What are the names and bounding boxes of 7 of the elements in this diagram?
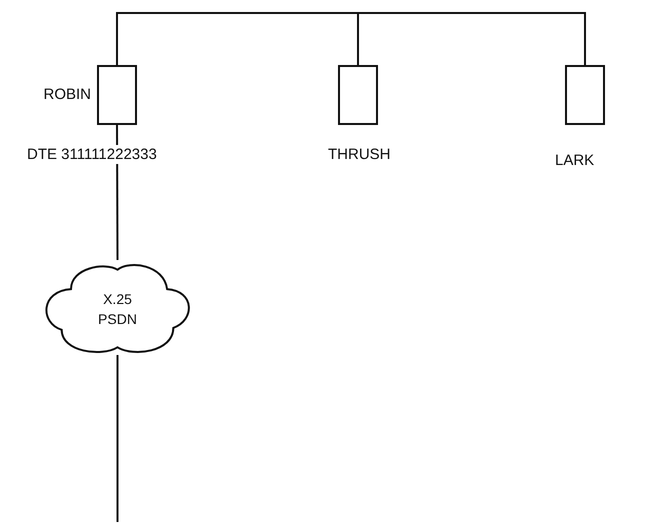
station-box xyxy=(97,65,137,125)
station-box xyxy=(338,65,378,125)
connector-line xyxy=(116,12,586,65)
station-box xyxy=(565,65,605,125)
address-label: DTE 311111222333 xyxy=(25,145,159,164)
network-label: X.25 PSDN xyxy=(97,290,138,328)
connector-line xyxy=(116,355,118,522)
